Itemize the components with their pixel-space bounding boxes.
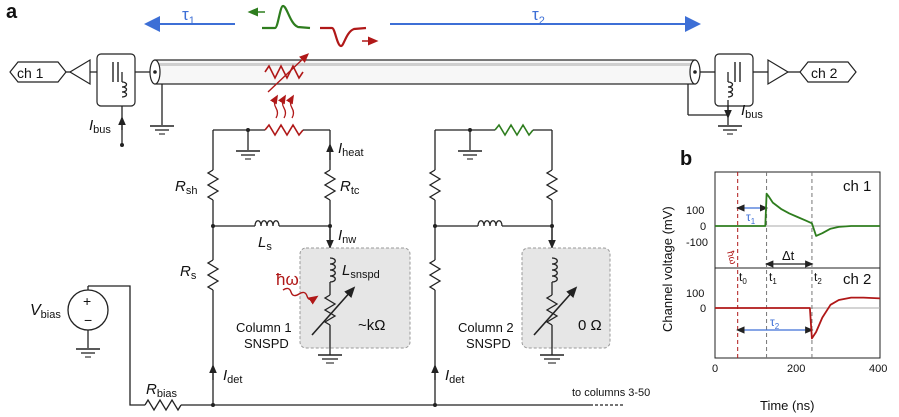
to-columns-label: to columns 3-50 — [572, 387, 650, 399]
vbias-minus: − — [84, 312, 92, 328]
ch1-output: ch 1 — [9, 58, 150, 86]
column2-subtitle: SNSPD — [466, 336, 511, 351]
ytick-bottom-0: 0 — [700, 303, 706, 315]
tau2-label: τ2 — [532, 5, 545, 27]
column-2-circuit — [428, 123, 559, 405]
ch1-label: ch 1 — [17, 65, 44, 81]
hbar-omega-label: ħω — [276, 270, 299, 289]
chart-ch1-label: ch 1 — [843, 178, 871, 195]
bias-tee-right — [700, 53, 768, 135]
ytick-top-0: 0 — [700, 221, 706, 233]
chart-t1-label: t1 — [769, 270, 777, 286]
vbias-plus: + — [83, 293, 91, 309]
xtick-400: 400 — [869, 363, 887, 375]
ch2-label: ch 2 — [811, 65, 838, 81]
series-1-line — [715, 192, 880, 237]
chart-xlabel: Time (ns) — [760, 398, 814, 413]
rs-label: Rs — [180, 263, 197, 282]
column1-title: Column 1 — [236, 320, 292, 335]
rbias-label: Rbias — [146, 381, 178, 400]
chart-t0-label: t0 — [739, 270, 747, 286]
amplifier-left-icon — [68, 58, 91, 86]
chart-hbar-omega-label: ħω — [724, 250, 738, 266]
column-1-snspd-box — [282, 247, 411, 364]
ytick-bottom-100: 100 — [686, 288, 704, 300]
ls-inductor — [254, 220, 280, 227]
ytick-top-100: 100 — [686, 205, 704, 217]
transmission-line — [149, 59, 728, 135]
panel-b-label: b — [680, 148, 692, 170]
bias-bus — [144, 398, 625, 412]
vbias-label: Vbias — [30, 302, 61, 321]
lsnspd-label: Lsnspd — [342, 262, 380, 281]
column-2-snspd-box — [521, 247, 611, 364]
idet1-label: Idet — [223, 367, 242, 386]
xtick-200: 200 — [787, 363, 805, 375]
chart-tau2-label: τ2 — [770, 315, 780, 331]
amplifier-right-icon — [767, 58, 790, 86]
tau1-label: τ1 — [182, 5, 195, 27]
ytick-top-neg100: -100 — [686, 237, 708, 249]
ch2-output: ch 2 — [767, 58, 857, 86]
red-pulse-icon — [320, 26, 379, 48]
chart-tau1-label: τ1 — [746, 210, 756, 226]
chart-ch2-label: ch 2 — [843, 271, 871, 288]
inw-label: Inw — [338, 227, 356, 246]
chart-t2-label: t2 — [814, 270, 822, 286]
ibus-left-label: Ibus — [89, 117, 111, 136]
column1-subtitle: SNSPD — [244, 336, 289, 351]
rsh-label: Rsh — [175, 178, 197, 197]
vbias-source: + − — [67, 285, 145, 406]
xtick-0: 0 — [712, 363, 718, 375]
column2-title: Column 2 — [458, 320, 514, 335]
column2-value: 0 Ω — [578, 317, 602, 334]
panel-a-label: a — [6, 1, 18, 23]
photon-wave-icon — [282, 287, 319, 305]
ibus-right-label: Ibus — [741, 102, 763, 121]
iheat-label: Iheat — [338, 140, 364, 159]
column1-value: ~kΩ — [358, 317, 385, 334]
green-pulse-icon — [247, 4, 311, 30]
heat-arrows-icon — [269, 94, 295, 119]
tunable-resistor-red — [264, 53, 310, 93]
ls-label: Ls — [258, 234, 272, 253]
heater-resistor — [264, 123, 304, 137]
bias-tee-left — [96, 53, 136, 147]
series-2-line — [715, 296, 881, 340]
column-1-circuit — [206, 123, 337, 405]
chart-ylabel: Channel voltage (mV) — [660, 206, 675, 332]
chart-bottom-frame — [714, 267, 881, 359]
chart-area — [714, 171, 881, 359]
rtc-label: Rtc — [340, 178, 360, 197]
chart-delta-t-label: Δt — [782, 248, 795, 263]
idet2-label: Idet — [445, 367, 464, 386]
